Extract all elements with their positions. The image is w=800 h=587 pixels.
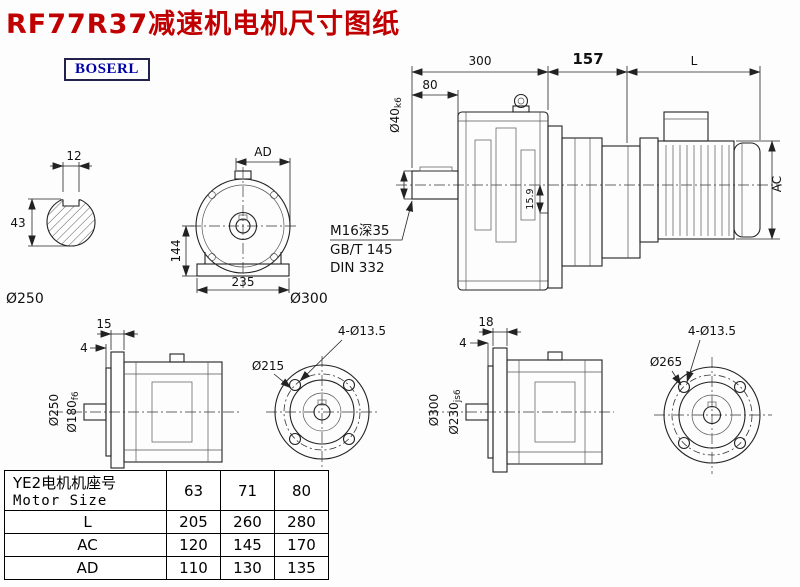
gearbox-front-view: AD 144 235 (169, 145, 298, 294)
dim-18: 18 (478, 315, 493, 329)
label-flange-250: Ø250 (6, 291, 44, 307)
table-row-L: L 205 260 280 (4, 510, 329, 534)
table-header-row: YE2电机机座号 Motor Size 63 71 80 (4, 470, 329, 511)
brand-logo: BOSERL (64, 58, 150, 81)
table-row-AD: AD 110 130 135 (4, 556, 329, 580)
label-flange-300: Ø300 (290, 291, 328, 307)
table-header-en: Motor Size (13, 493, 108, 509)
flange250-front-view: 4-Ø13.5 Ø215 (252, 324, 386, 470)
flange300-boltcircle-label: Ø265 (650, 355, 682, 369)
row-label: AD (4, 556, 167, 580)
flange250-boltcircle-label: Ø215 (252, 359, 284, 373)
dim-43: 43 (10, 216, 25, 230)
dim-12: 12 (66, 149, 81, 163)
flange300-od-label: Ø300 (427, 394, 441, 426)
main-dimensions: 300 157 L 80 Ø40k6 AC 15.9 M16深35 GB/T 1… (330, 50, 784, 276)
size-63-cell: 63 (166, 470, 221, 511)
page-title: RF77R37减速机电机尺寸图纸 (6, 9, 401, 40)
note-thread: M16深35 (330, 223, 390, 239)
motor-size-table: YE2电机机座号 Motor Size 63 71 80 L 205 260 2… (4, 470, 329, 580)
dim-235: 235 (232, 275, 255, 289)
table-row-AC: AC 120 145 170 (4, 533, 329, 557)
flange300-spigot-label: Ø230js6 (447, 389, 463, 435)
note-gb-standard: GB/T 145 (330, 242, 393, 258)
flange250-spigot-label: Ø180f6 (65, 391, 81, 433)
dim-300: 300 (469, 54, 492, 68)
table-header-cn: YE2电机机座号 (13, 474, 117, 492)
flange300-front-view: 4-Ø13.5 Ø265 (650, 324, 772, 474)
note-din-standard: DIN 332 (330, 260, 385, 276)
flange250-holes-label: 4-Ø13.5 (338, 324, 386, 338)
dim-L: L (691, 54, 698, 68)
dim-4-left: 4 (80, 341, 88, 355)
dim-AC: AC (770, 176, 784, 192)
value-cell: 145 (220, 533, 275, 557)
dim-80: 80 (422, 78, 437, 92)
value-cell: 280 (274, 510, 329, 534)
value-cell: 120 (166, 533, 221, 557)
value-cell: 110 (166, 556, 221, 580)
value-cell: 205 (166, 510, 221, 534)
shaft-diameter-label: Ø40k6 (388, 97, 404, 133)
dim-AD: AD (254, 145, 271, 159)
flange250-side-view: 15 4 Ø250 Ø180f6 (47, 317, 242, 469)
value-cell: 135 (274, 556, 329, 580)
size-80-cell: 80 (274, 470, 329, 511)
table-header-cell: YE2电机机座号 Motor Size (4, 470, 167, 511)
main-assembly-view (396, 93, 782, 291)
dim-15: 15 (96, 317, 111, 331)
dim-15-9: 15.9 (525, 188, 536, 209)
dim-4-right: 4 (459, 336, 467, 350)
flange300-side-view: 18 4 Ø300 Ø230js6 (427, 315, 614, 473)
value-cell: 260 (220, 510, 275, 534)
eyebolt-icon (513, 93, 529, 109)
flange250-od-label: Ø250 (47, 394, 61, 426)
shaft-section-view: 12 43 (10, 149, 96, 247)
dim-144: 144 (169, 240, 183, 263)
size-71-cell: 71 (220, 470, 275, 511)
row-label: L (4, 510, 167, 534)
row-label: AC (4, 533, 167, 557)
terminal-box (663, 111, 709, 142)
value-cell: 130 (220, 556, 275, 580)
dim-157: 157 (572, 50, 603, 68)
value-cell: 170 (274, 533, 329, 557)
flange300-holes-label: 4-Ø13.5 (688, 324, 736, 338)
